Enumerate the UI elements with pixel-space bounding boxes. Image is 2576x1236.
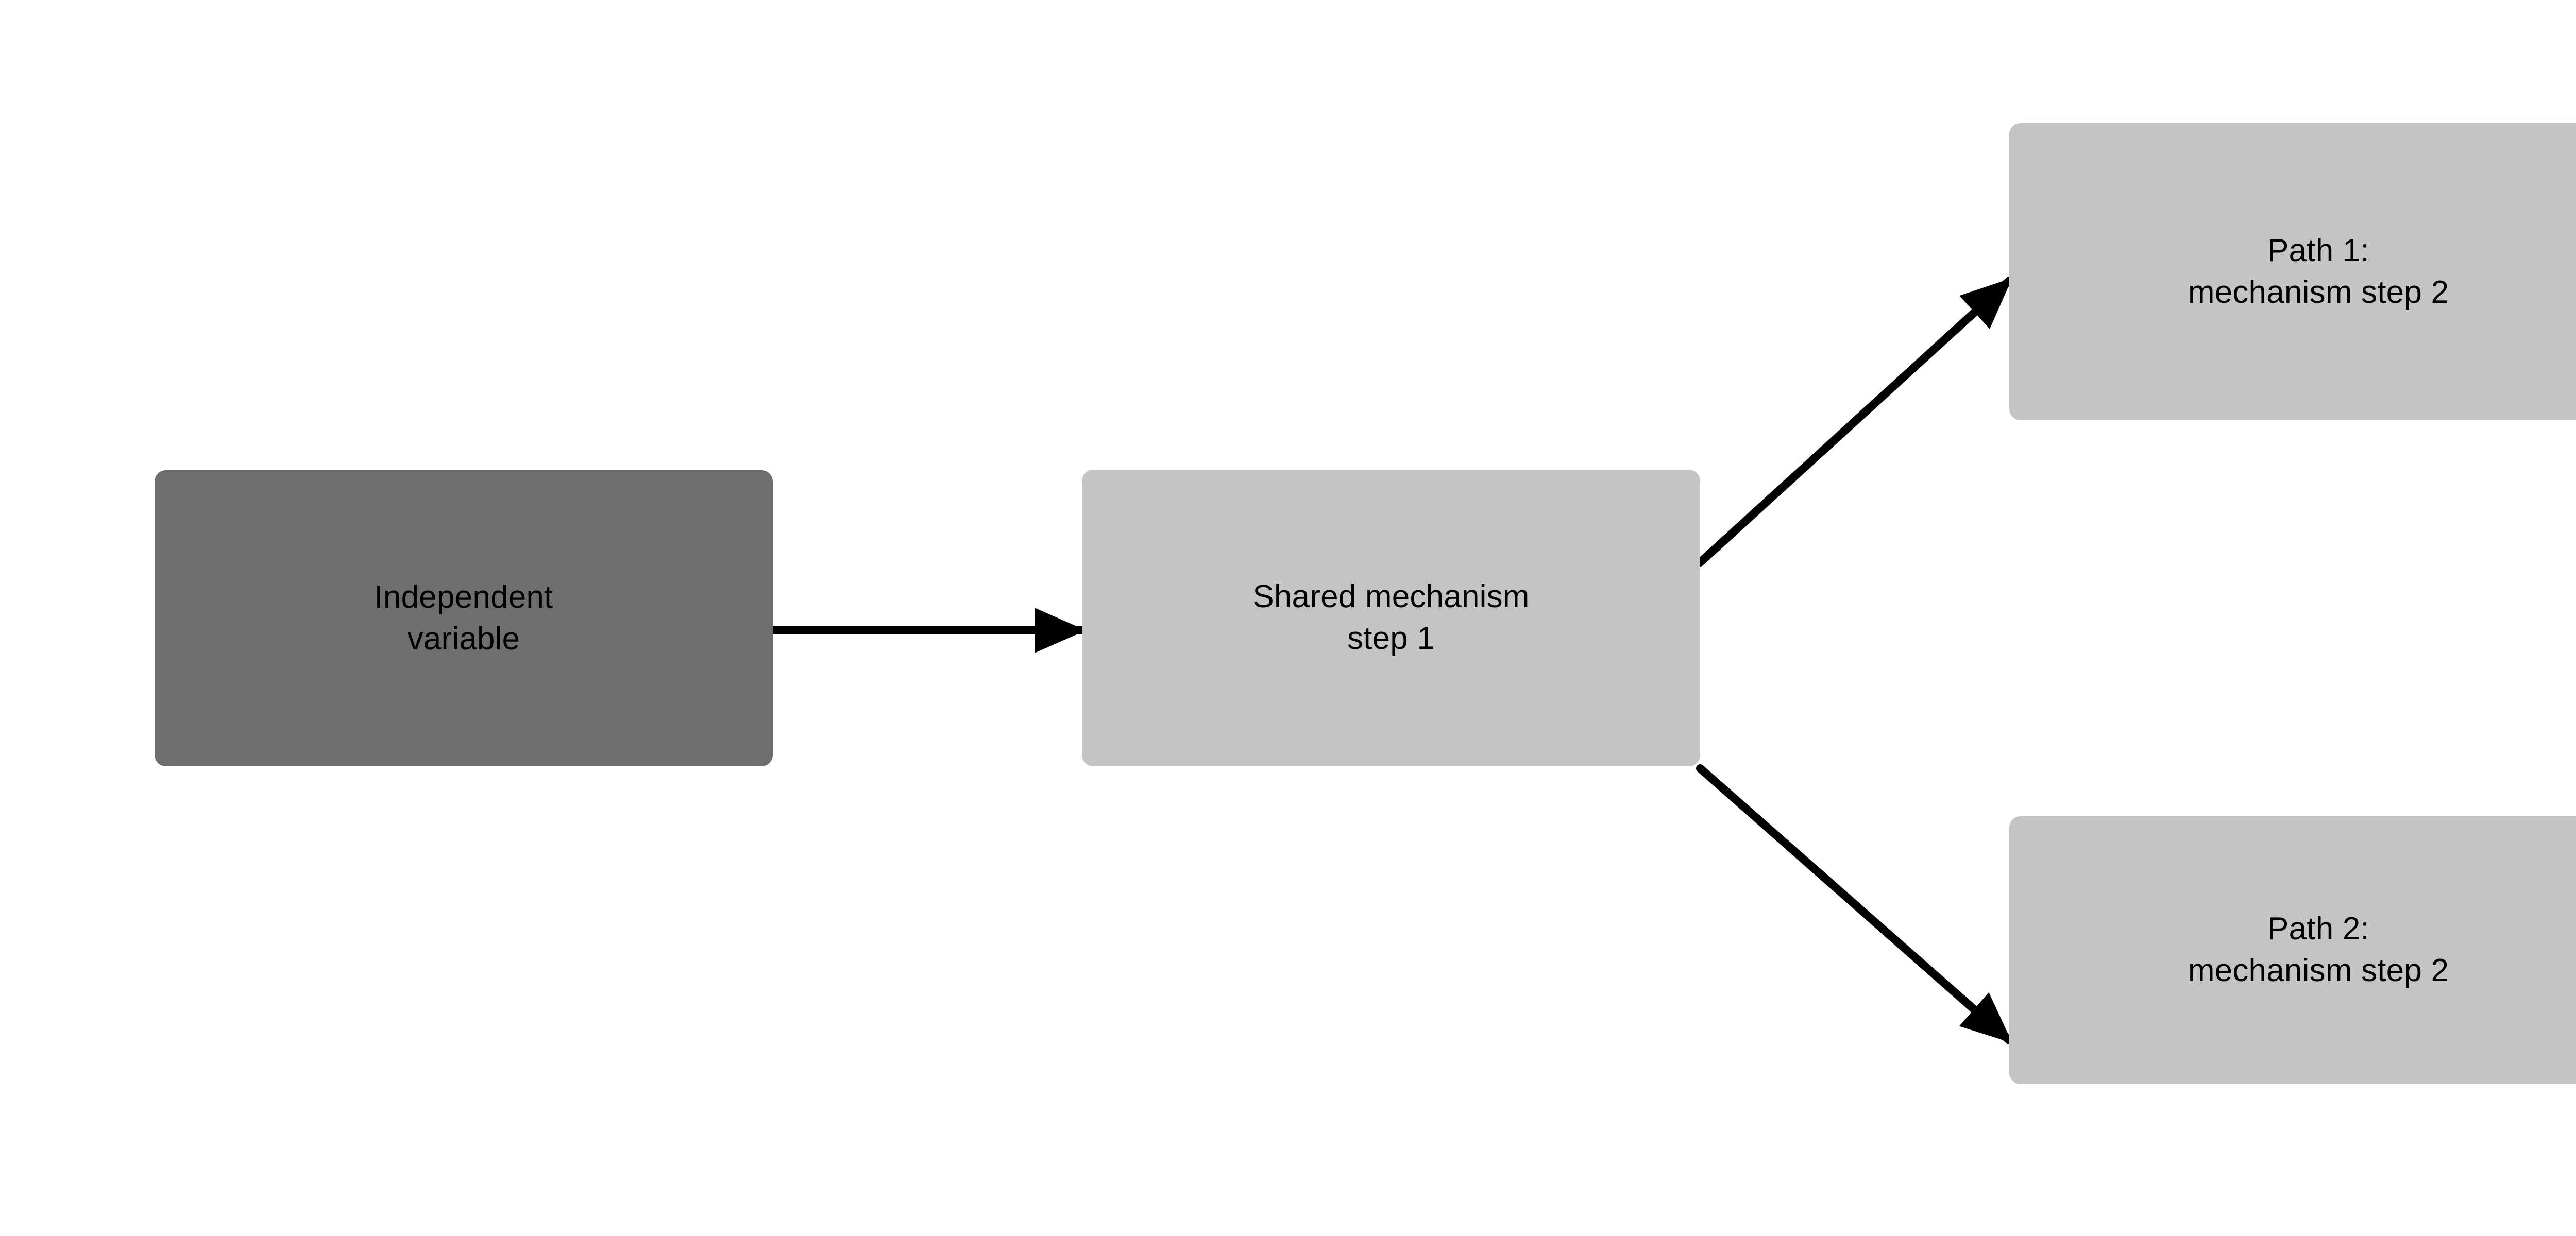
node-path-1-mechanism-step-2[interactable]: Path 1: mechanism step 2 bbox=[2009, 123, 2576, 420]
edge-shared-to-path-2 bbox=[1696, 764, 2013, 1044]
node-shared-mechanism-step-1-label: Shared mechanism step 1 bbox=[1252, 579, 1530, 656]
node-path-1-mechanism-step-2-label: Path 1: mechanism step 2 bbox=[2188, 232, 2449, 310]
node-path-2-mechanism-step-2[interactable]: Path 2: mechanism step 2 bbox=[2009, 816, 2576, 1084]
node-independent-variable-label: Independent variable bbox=[374, 579, 553, 657]
node-shared-mechanism-step-1[interactable]: Shared mechanism step 1 bbox=[1082, 470, 1700, 766]
node-path-2-mechanism-step-2-label: Path 2: mechanism step 2 bbox=[2188, 911, 2449, 988]
node-independent-variable[interactable]: Independent variable bbox=[155, 470, 773, 766]
edge-shared-to-path-1 bbox=[1696, 277, 2013, 566]
